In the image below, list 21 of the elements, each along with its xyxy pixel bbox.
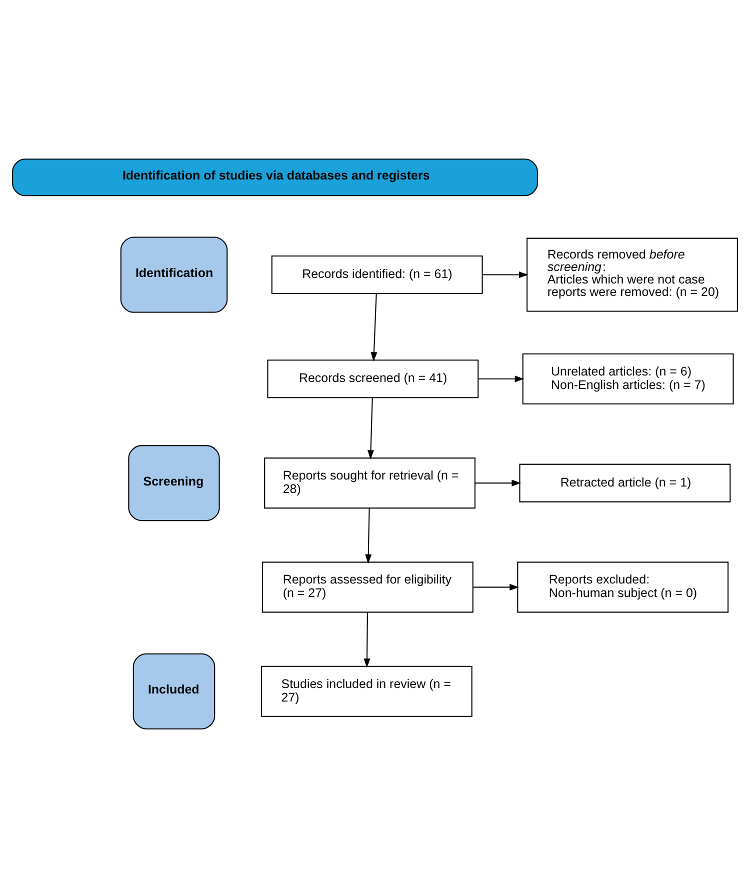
node-box: Reports sought for retrieval (n = 28) bbox=[264, 457, 476, 508]
arrow bbox=[478, 375, 524, 382]
node-box: Unrelated articles: (n = 6) Non-English articles: (n = 7) bbox=[522, 352, 734, 404]
node-box: Identification bbox=[120, 236, 228, 312]
arrow bbox=[473, 583, 520, 590]
node-box: Records removed before screening: Articles which were not case reports were removed: (n = 20) bbox=[526, 237, 738, 312]
node-box: Retracted article (n = 1) bbox=[519, 463, 731, 502]
node-box: Records identified: (n = 61) bbox=[271, 255, 483, 294]
arrow bbox=[365, 508, 372, 564]
arrow bbox=[370, 293, 378, 362]
arrow bbox=[475, 479, 522, 486]
node-box: Records screened (n = 41) bbox=[267, 359, 479, 398]
arrow bbox=[482, 270, 528, 278]
node-box: Identification of studies via databases and registers bbox=[12, 158, 538, 196]
node-box: Studies included in review (n = 27) bbox=[260, 665, 472, 716]
node-box: Reports excluded: Non-human subject (n = 0) bbox=[517, 561, 729, 612]
node-box: Included bbox=[132, 652, 216, 729]
arrow bbox=[367, 397, 374, 459]
node-box: Screening bbox=[128, 444, 220, 521]
arrow bbox=[364, 612, 370, 668]
node-box: Reports assessed for eligibility (n = 27) bbox=[262, 561, 474, 612]
